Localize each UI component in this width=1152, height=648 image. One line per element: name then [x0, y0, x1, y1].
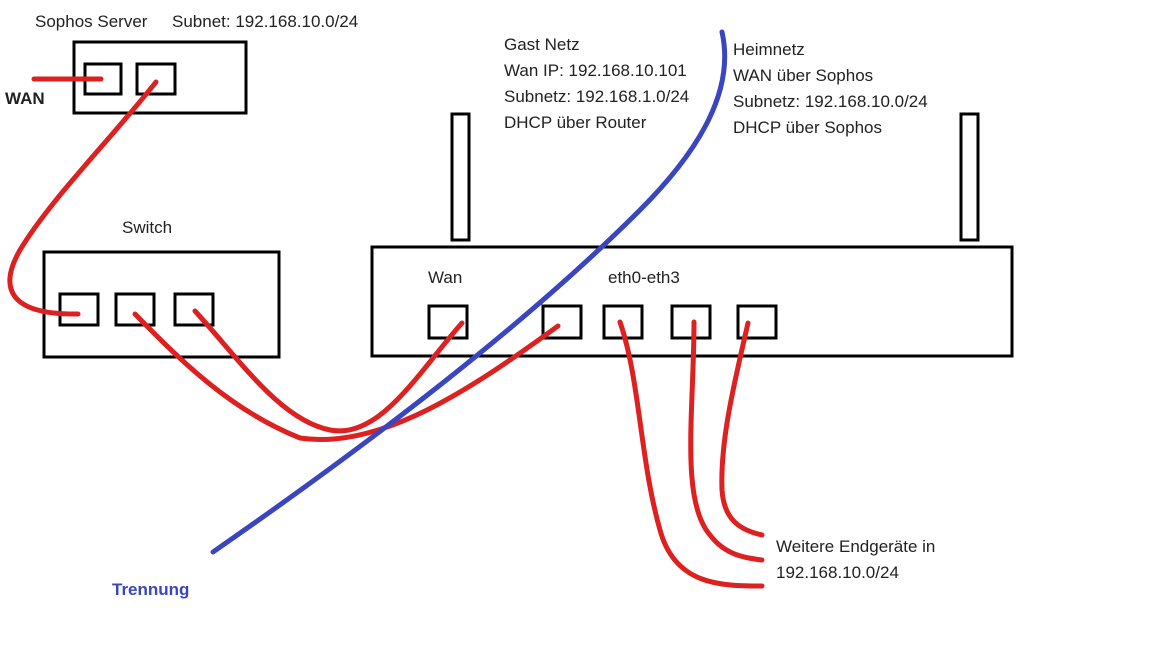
guest-net-line-4: DHCP über Router — [504, 113, 647, 132]
router-antenna-right — [959, 112, 980, 242]
router-guest-port — [541, 304, 583, 340]
router-eth-label: eth0-eth3 — [608, 268, 680, 287]
cable-eth3-endpoint — [719, 320, 765, 538]
switch-port-2 — [114, 292, 156, 327]
guest-net-line-2: Wan IP: 192.168.10.101 — [504, 61, 687, 80]
cable-sophos-to-switch — [7, 79, 159, 317]
separator-label: Trennung — [112, 580, 189, 599]
switch-port-1 — [58, 292, 100, 327]
separator-line — [210, 29, 728, 555]
cables — [7, 76, 765, 589]
switch-title: Switch — [122, 218, 172, 237]
home-net-line-1: Heimnetz — [733, 40, 805, 59]
endpoints-line-2: 192.168.10.0/24 — [776, 563, 899, 582]
guest-net-line-3: Subnetz: 192.168.1.0/24 — [504, 87, 689, 106]
sophos-lan-port — [135, 62, 177, 96]
router-wan-label: Wan — [428, 268, 462, 287]
guest-network-info: Gast Netz Wan IP: 192.168.10.101 Subnetz… — [504, 35, 689, 132]
cable-eth1-endpoint — [617, 319, 765, 589]
router-antenna-left — [450, 112, 471, 242]
endpoints-info: Weitere Endgeräte in 192.168.10.0/24 — [776, 537, 935, 582]
switch-box — [42, 250, 281, 359]
home-network-info: Heimnetz WAN über Sophos Subnetz: 192.16… — [733, 40, 928, 137]
home-net-line-4: DHCP über Sophos — [733, 118, 882, 137]
endpoints-line-1: Weitere Endgeräte in — [776, 537, 935, 556]
sophos-server-subnet: Subnet: 192.168.10.0/24 — [172, 12, 358, 31]
wan-label: WAN — [5, 89, 45, 108]
guest-net-line-1: Gast Netz — [504, 35, 580, 54]
cable-eth2-endpoint — [688, 319, 765, 563]
sophos-server-title: Sophos Server — [35, 12, 148, 31]
router-eth-port-2 — [670, 304, 712, 340]
cable-switch-to-router-wan — [192, 308, 465, 434]
router-eth-port-3 — [736, 304, 778, 340]
switch — [42, 250, 281, 359]
home-net-line-2: WAN über Sophos — [733, 66, 873, 85]
switch-port-3 — [173, 292, 215, 327]
home-net-line-3: Subnetz: 192.168.10.0/24 — [733, 92, 928, 111]
cable-switch-to-router-guest — [132, 311, 561, 442]
